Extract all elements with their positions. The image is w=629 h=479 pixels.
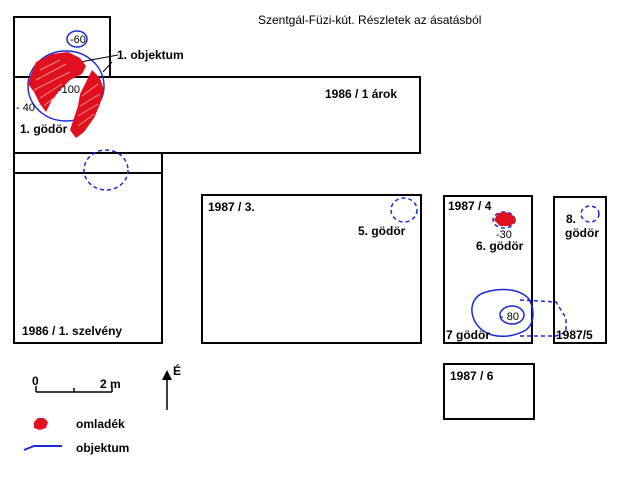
label-section-1987-4: 1987 / 4 — [448, 199, 492, 213]
depth-80: - 80 — [500, 311, 519, 323]
pit-dashed-outline — [83, 149, 129, 191]
feature-80-outline — [499, 305, 525, 325]
pit-8-outline — [580, 205, 600, 223]
north-arrow-icon — [162, 370, 172, 410]
debris-feature-1-right — [70, 70, 104, 138]
label-section-1987-3: 1987 / 3. — [208, 200, 255, 214]
trench-1986-1 — [13, 76, 421, 154]
label-section-1987-6: 1987 / 6 — [450, 369, 494, 383]
section-1986-1 — [13, 172, 163, 344]
feature-1-arrow — [102, 61, 113, 73]
depth-60: -60 — [70, 34, 86, 46]
section-1986-1-strip — [13, 152, 163, 174]
legend-debris-icon — [34, 418, 48, 430]
depth-40: - 40 — [16, 102, 35, 114]
legend-feature-label: objektum — [76, 441, 129, 455]
debris-hatch — [33, 59, 101, 127]
label-section-1986-1: 1986 / 1. szelvény — [22, 324, 122, 338]
label-pit-8-number: 8. — [566, 212, 576, 226]
north-label: É — [173, 363, 181, 378]
depth-100: -100 — [58, 84, 80, 96]
feature-1-leader-line — [79, 54, 119, 63]
pit-7-outline — [471, 288, 534, 337]
label-trench-1986-1: 1986 / 1 árok — [325, 87, 397, 101]
legend-debris-label: omladék — [76, 417, 125, 431]
label-pit-6: 6. gödör — [476, 239, 524, 253]
feature-60-outline — [66, 30, 88, 48]
label-feature-1: 1. objektum — [117, 48, 184, 62]
section-1987-5 — [553, 196, 607, 344]
label-pit-7: 7 gödör — [446, 328, 490, 342]
label-pit-1: 1. gödör — [20, 122, 68, 136]
legend-feature-icon — [23, 445, 62, 451]
plan-title: Szentgál-Füzi-kút. Részletek az ásatásbó… — [258, 13, 481, 27]
pit-7-extension-dashed — [519, 299, 567, 337]
scale-zero: 0 — [32, 374, 39, 388]
label-section-1987-5: 1987/5 — [556, 328, 593, 342]
section-1987-6 — [443, 363, 535, 420]
label-pit-8-word: gödör — [565, 226, 599, 240]
section-1987-3 — [201, 194, 422, 344]
feature-1-outline — [27, 50, 105, 122]
section-1987-4 — [443, 195, 533, 344]
debris-pit-6 — [494, 212, 516, 226]
depth-30: -30 — [496, 229, 512, 241]
scale-two-meters: 2 m — [100, 377, 121, 391]
label-pit-5: 5. gödör — [358, 224, 406, 238]
scale-bar — [35, 386, 113, 393]
pit-5-outline — [390, 197, 418, 223]
